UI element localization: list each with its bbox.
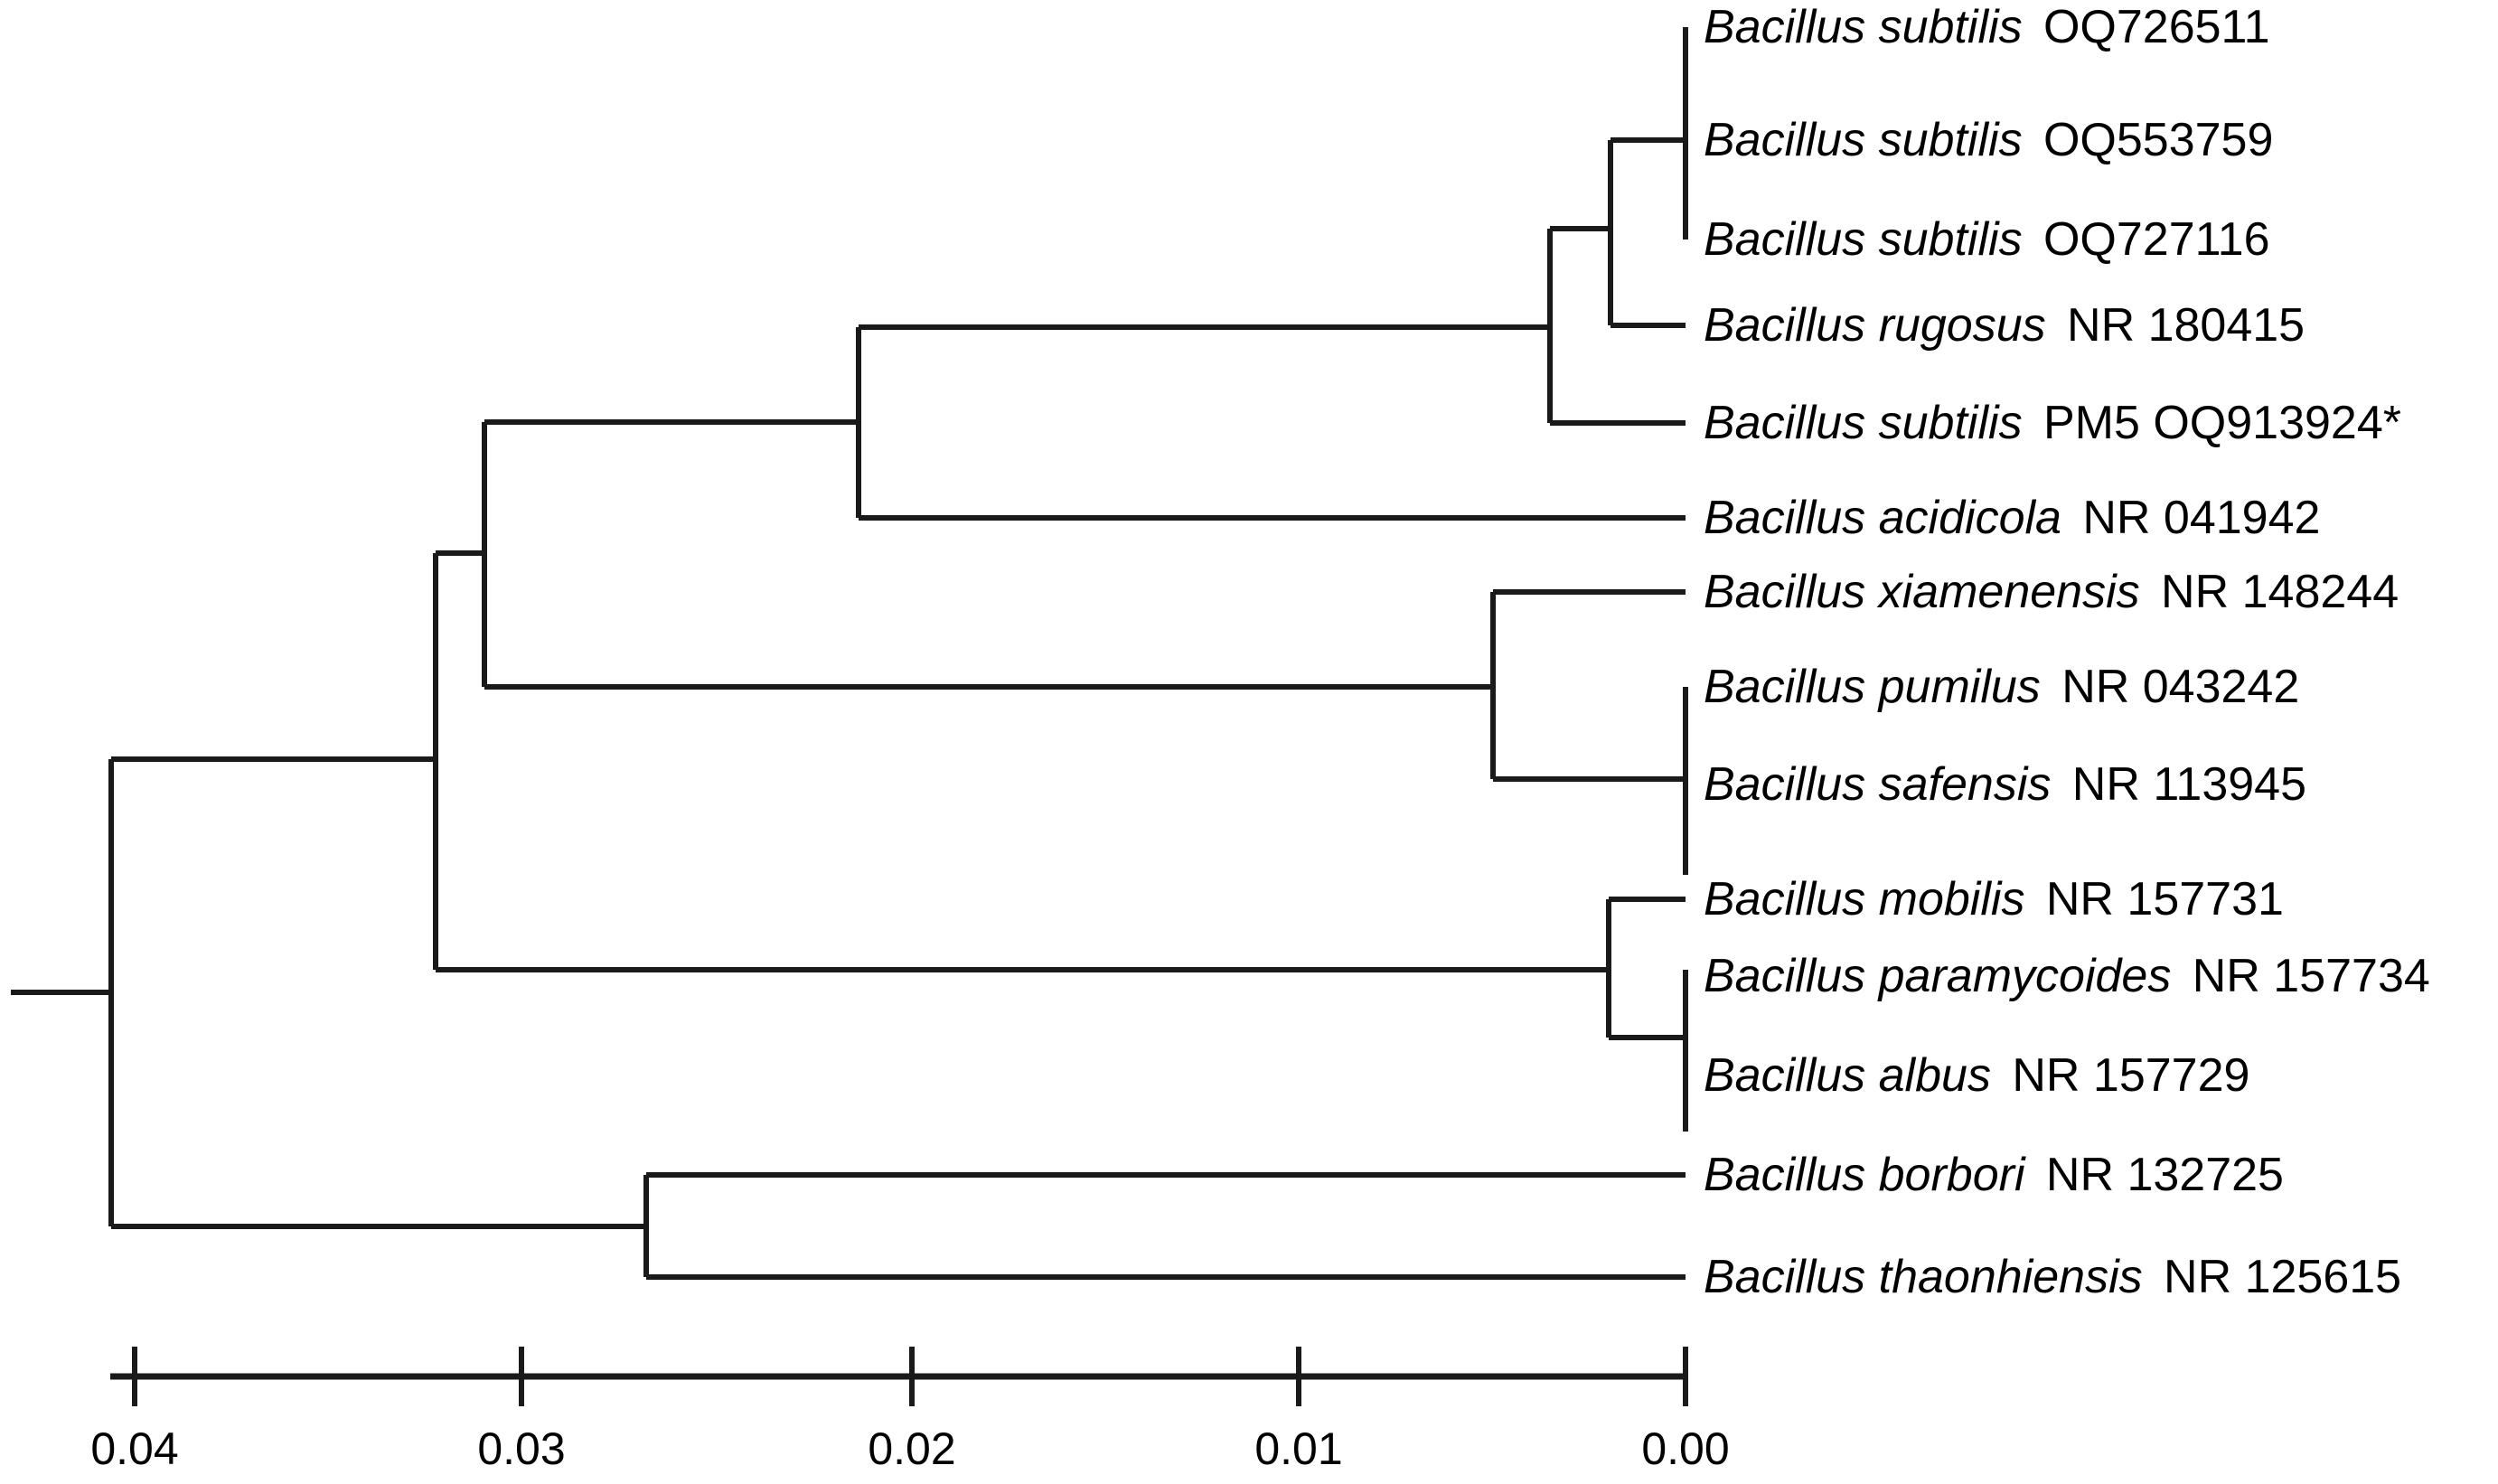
tip-label-t8: Bacillus pumilus NR 043242 bbox=[1704, 663, 2299, 710]
tip-label-t14: Bacillus thaonhiensis NR 125615 bbox=[1704, 1254, 2401, 1301]
tip-accession-t8: NR 043242 bbox=[2061, 661, 2300, 713]
scale-label-000: 0.00 bbox=[1641, 1423, 1730, 1474]
tip-species-t10: Bacillus mobilis bbox=[1704, 873, 2025, 925]
tip-species-t12: Bacillus albus bbox=[1704, 1049, 1991, 1102]
tip-species-t9: Bacillus safensis bbox=[1704, 758, 2052, 811]
tip-label-t6: Bacillus acidicola NR 041942 bbox=[1704, 494, 2320, 541]
tip-species-t1: Bacillus subtilis bbox=[1704, 1, 2023, 53]
scale-label-002: 0.02 bbox=[868, 1423, 956, 1474]
tip-accession-t4: NR 180415 bbox=[2067, 299, 2305, 352]
tip-label-t10: Bacillus mobilis NR 157731 bbox=[1704, 876, 2284, 923]
tip-accession-t3: OQ727116 bbox=[2043, 213, 2270, 266]
scale-label-001: 0.01 bbox=[1254, 1423, 1343, 1474]
tip-species-t2: Bacillus subtilis bbox=[1704, 114, 2023, 166]
tip-species-t5: Bacillus subtilis bbox=[1704, 397, 2023, 449]
tip-accession-t2: OQ553759 bbox=[2043, 114, 2274, 166]
tip-label-t7: Bacillus xiamenensis NR 148244 bbox=[1704, 568, 2399, 615]
tip-label-t1: Bacillus subtilis OQ726511 bbox=[1704, 4, 2270, 51]
tip-label-t9: Bacillus safensis NR 113945 bbox=[1704, 761, 2306, 808]
tip-label-t4: Bacillus rugosus NR 180415 bbox=[1704, 302, 2305, 349]
tip-accession-t13: NR 132725 bbox=[2045, 1149, 2284, 1201]
tip-accession-t5: PM5 OQ913924* bbox=[2043, 397, 2401, 449]
tip-accession-t14: NR 125615 bbox=[2164, 1251, 2402, 1303]
tip-species-t13: Bacillus borbori bbox=[1704, 1149, 2025, 1201]
scale-label-004: 0.04 bbox=[90, 1423, 179, 1474]
tip-label-t11: Bacillus paramycoides NR 157734 bbox=[1704, 953, 2430, 1000]
tip-label-t2: Bacillus subtilis OQ553759 bbox=[1704, 117, 2273, 164]
tip-label-t13: Bacillus borbori NR 132725 bbox=[1704, 1151, 2284, 1198]
tip-label-t12: Bacillus albus NR 157729 bbox=[1704, 1052, 2249, 1099]
tip-species-t3: Bacillus subtilis bbox=[1704, 213, 2023, 266]
tip-species-t4: Bacillus rugosus bbox=[1704, 299, 2046, 352]
tip-accession-t10: NR 157731 bbox=[2045, 873, 2284, 925]
tip-species-t6: Bacillus acidicola bbox=[1704, 492, 2061, 544]
tip-species-t7: Bacillus xiamenensis bbox=[1704, 566, 2140, 618]
scale-label-003: 0.03 bbox=[477, 1423, 566, 1474]
tip-label-t3: Bacillus subtilis OQ727116 bbox=[1704, 216, 2270, 263]
tip-accession-t1: OQ726511 bbox=[2043, 1, 2270, 53]
tip-accession-t12: NR 157729 bbox=[2012, 1049, 2250, 1102]
tip-accession-t6: NR 041942 bbox=[2082, 492, 2321, 544]
tip-accession-t11: NR 157734 bbox=[2192, 950, 2430, 1002]
tip-accession-t9: NR 113945 bbox=[2071, 758, 2306, 811]
tip-species-t8: Bacillus pumilus bbox=[1704, 661, 2041, 713]
tip-species-t14: Bacillus thaonhiensis bbox=[1704, 1251, 2143, 1303]
tip-label-t5: Bacillus subtilis PM5 OQ913924* bbox=[1704, 399, 2401, 446]
tip-accession-t7: NR 148244 bbox=[2161, 566, 2399, 618]
tip-species-t11: Bacillus paramycoides bbox=[1704, 950, 2172, 1002]
